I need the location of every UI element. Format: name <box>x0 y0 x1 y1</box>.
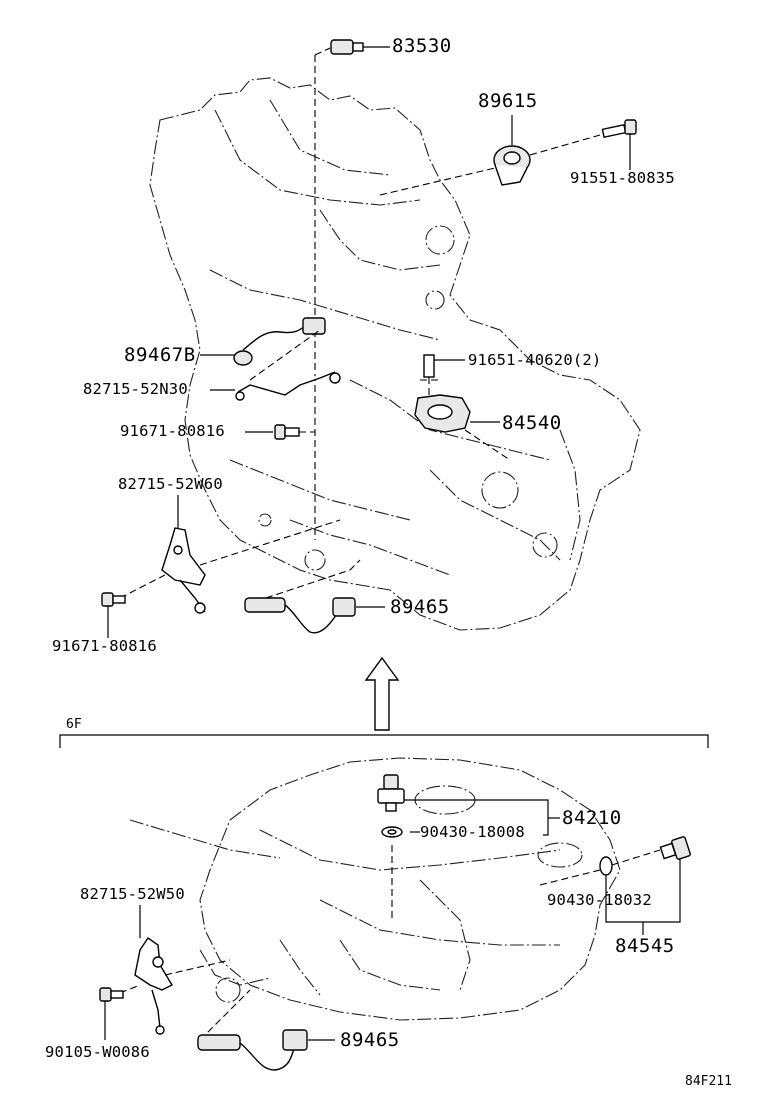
sensor-bracket-82715-52W60 <box>101 495 341 638</box>
part-number-91671-80816-lower[interactable]: 91671-80816 <box>52 637 157 655</box>
part-number-89465-bottom[interactable]: 89465 <box>340 1029 400 1051</box>
up-arrow <box>364 656 400 731</box>
part-number-89465-top[interactable]: 89465 <box>390 596 450 618</box>
engine-transaxle-outline <box>149 77 641 631</box>
part-number-82715-52N30[interactable]: 82715-52N30 <box>83 380 188 398</box>
part-number-89615[interactable]: 89615 <box>478 90 538 112</box>
o2-sensor-89465-bottom <box>197 989 335 1071</box>
switch-84210 <box>377 774 560 920</box>
part-number-84540[interactable]: 84540 <box>502 412 562 434</box>
part-number-82715-52W50[interactable]: 82715-52W50 <box>80 885 185 903</box>
neutral-start-switch-84540 <box>414 354 511 461</box>
bolt-91671-upper <box>245 424 315 440</box>
switch-84545 <box>539 836 691 935</box>
part-number-90105-W0086[interactable]: 90105-W0086 <box>45 1043 150 1061</box>
part-number-91651-40620[interactable]: 91651-40620(2) <box>468 351 602 369</box>
part-number-89467B[interactable]: 89467B <box>124 344 196 366</box>
part-number-83530[interactable]: 83530 <box>392 35 452 57</box>
o2-sensor-89465-top <box>244 559 385 634</box>
af-sensor-89467B <box>200 317 341 401</box>
section-label-6F: 6F <box>66 717 82 732</box>
part-number-82715-52W60[interactable]: 82715-52W60 <box>118 475 223 493</box>
oil-pressure-switch-83530 <box>314 39 390 540</box>
section-bracket-6F <box>59 734 709 748</box>
part-number-91551-80835[interactable]: 91551-80835 <box>570 169 675 187</box>
part-number-84210[interactable]: 84210 <box>562 807 622 829</box>
part-number-90430-18008[interactable]: 90430-18008 <box>420 823 525 841</box>
transaxle-6F-outline <box>129 757 621 1021</box>
knock-sensor-89615 <box>379 115 637 196</box>
part-number-84545[interactable]: 84545 <box>615 935 675 957</box>
sensor-bracket-82715-52W50 <box>99 905 231 1040</box>
part-number-91671-80816-upper[interactable]: 91671-80816 <box>120 422 225 440</box>
figure-code: 84F211 <box>685 1074 732 1089</box>
part-number-90430-18032[interactable]: 90430-18032 <box>547 891 652 909</box>
